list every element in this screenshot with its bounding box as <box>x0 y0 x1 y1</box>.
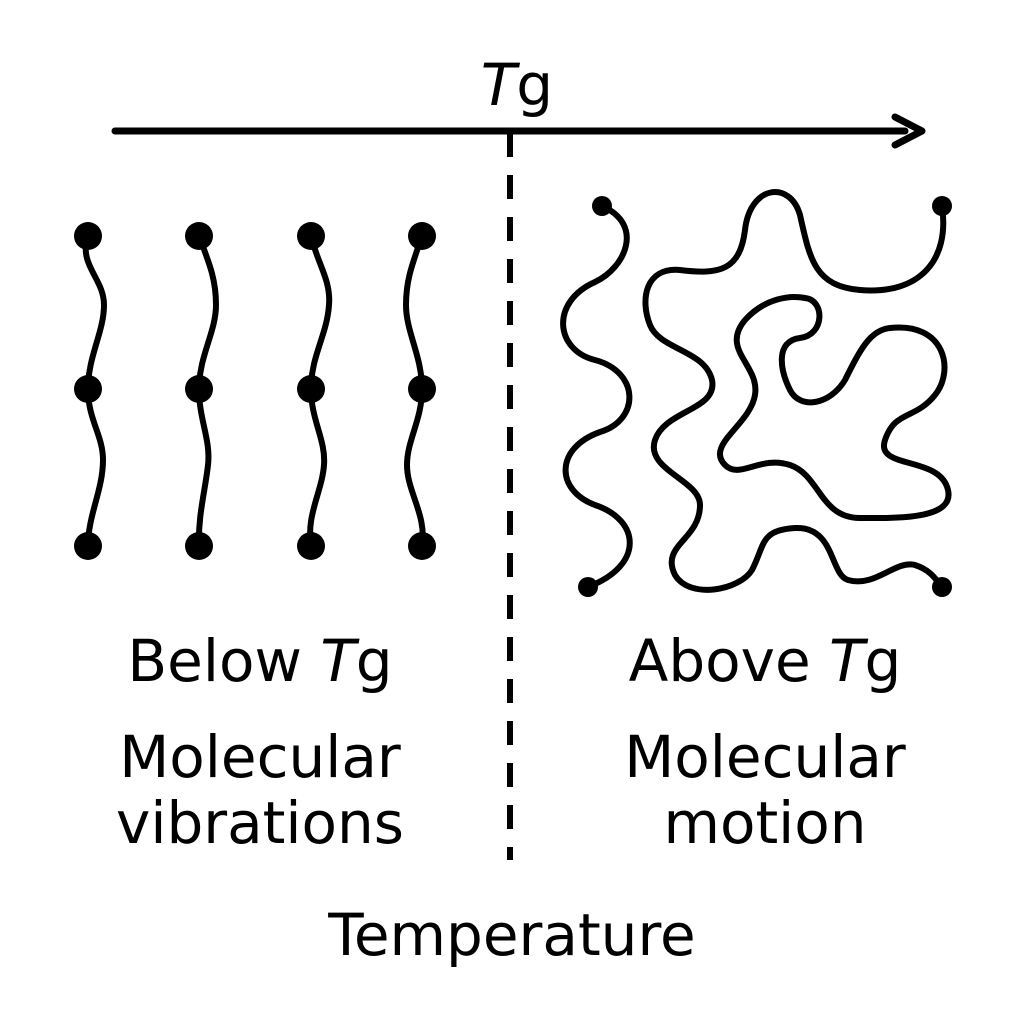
chain-end <box>932 577 952 597</box>
above-tg-symbol: T <box>829 627 865 695</box>
chain-end <box>578 577 598 597</box>
temperature-axis-label: Temperature <box>328 901 696 969</box>
bead <box>74 375 102 403</box>
tangled-chain-2 <box>642 189 947 593</box>
above-prefix: Above <box>628 627 830 695</box>
bead <box>408 222 436 250</box>
below-tg-symbol: T <box>320 627 356 695</box>
tangled-chain-3 <box>716 294 952 522</box>
below-tg-subscript: g <box>355 627 393 695</box>
above-description-line2: motion <box>663 789 867 857</box>
above-tg-label: Above Tg <box>545 628 985 694</box>
bead <box>297 222 325 250</box>
tg-symbol: T <box>480 51 517 119</box>
above-description: Molecular motion <box>545 724 985 856</box>
bead <box>297 532 325 560</box>
tangled-chains <box>560 189 952 593</box>
bead <box>74 222 102 250</box>
tg-marker-label: Tg <box>462 52 572 118</box>
below-prefix: Below <box>127 627 321 695</box>
chain-end <box>932 196 952 216</box>
ordered-chains <box>82 233 426 549</box>
tg-subscript: g <box>516 51 554 119</box>
below-description-line1: Molecular <box>119 723 401 791</box>
below-tg-label: Below Tg <box>40 628 480 694</box>
tangled-chain-ends <box>578 196 952 597</box>
bead <box>297 375 325 403</box>
above-description-line1: Molecular <box>624 723 906 791</box>
bead <box>74 532 102 560</box>
chain-end <box>592 196 612 216</box>
above-tg-subscript: g <box>864 627 902 695</box>
temperature-arrow <box>111 113 926 149</box>
temperature-arrow-head <box>891 113 926 149</box>
bead <box>408 375 436 403</box>
bead <box>185 222 213 250</box>
ordered-chain-beads <box>74 222 436 560</box>
tangled-chain-1 <box>560 203 633 590</box>
below-description-line2: vibrations <box>116 789 404 857</box>
bead <box>185 375 213 403</box>
bead <box>185 532 213 560</box>
below-description: Molecular vibrations <box>40 724 480 856</box>
bead <box>408 532 436 560</box>
